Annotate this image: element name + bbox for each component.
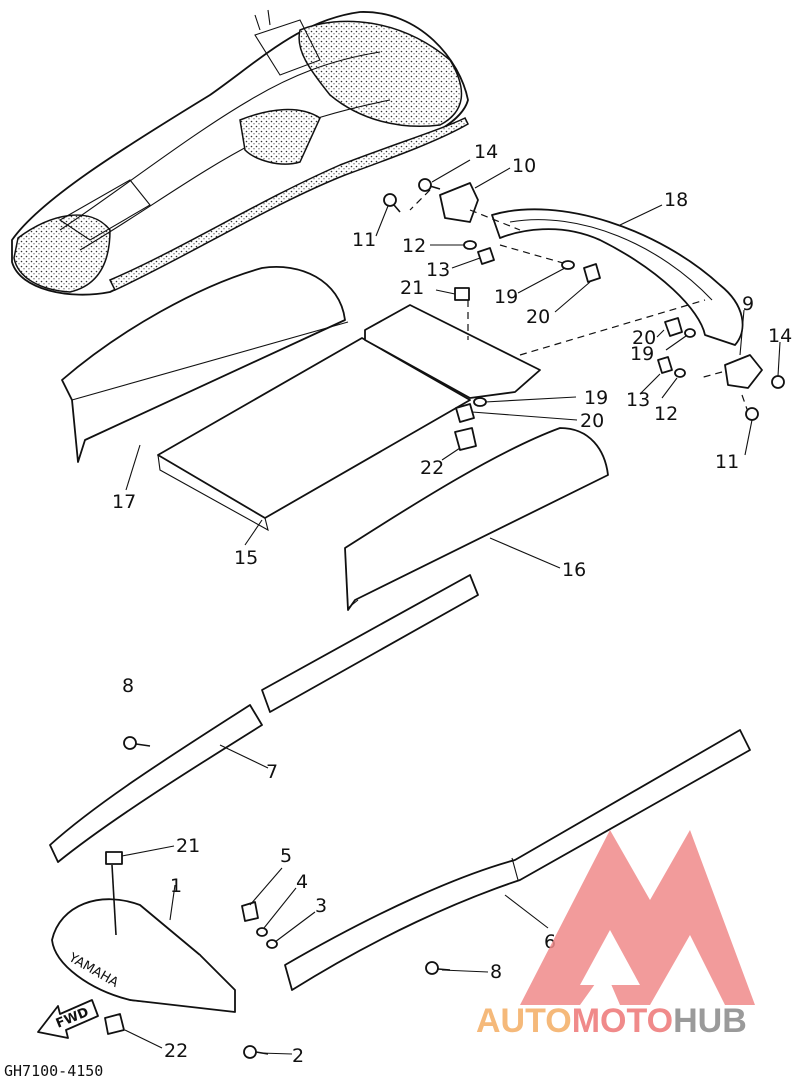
- watermark-part2: MOTO: [572, 1002, 673, 1040]
- watermark-logo: [520, 830, 755, 1005]
- callout-label: 9: [742, 293, 754, 315]
- callout-label: 15: [234, 547, 258, 569]
- mat-bracket: [364, 304, 541, 399]
- deck-mat: [157, 337, 471, 519]
- callout-label: 14: [768, 325, 792, 347]
- callout-label: 19: [630, 343, 654, 365]
- callout-label: 22: [164, 1040, 188, 1062]
- callout-label: 1: [170, 875, 182, 897]
- side-panel-right: [344, 427, 609, 611]
- callout-label: 2: [292, 1045, 304, 1067]
- callout-label: 4: [296, 871, 308, 893]
- callout-label: 18: [664, 189, 688, 211]
- callout-label: 14: [474, 141, 498, 163]
- callout-label: 11: [352, 229, 376, 251]
- callouts: 14 10 18 11 12 13 21 19 20 9 14 20 19 13…: [112, 141, 792, 1067]
- callout-label: 3: [315, 895, 327, 917]
- callout-label: 20: [632, 327, 656, 349]
- side-rail-long: [284, 729, 751, 991]
- diagram-code: GH7100-4150: [4, 1062, 103, 1080]
- bracket-9: [724, 354, 763, 389]
- side-panel-left: [61, 266, 346, 463]
- callout-label: 21: [176, 835, 200, 857]
- bow-rail: [491, 208, 744, 346]
- gunwale-strip-lower: [49, 704, 263, 863]
- hardware: [104, 178, 785, 1059]
- callout-label: 10: [512, 155, 536, 177]
- callout-label: 20: [580, 410, 604, 432]
- callout-label: 12: [402, 235, 426, 257]
- callout-label: 17: [112, 491, 136, 513]
- callout-label: 13: [626, 389, 650, 411]
- callout-label: 21: [400, 277, 424, 299]
- callout-label: 12: [654, 403, 678, 425]
- callout-label: 19: [584, 387, 608, 409]
- watermark-part3: HUB: [673, 1002, 747, 1040]
- callout-label: 20: [526, 306, 550, 328]
- watermark-text: AUTOMOTOHUB: [476, 1002, 747, 1040]
- bracket-10: [439, 182, 479, 223]
- watercraft-overview: [11, 9, 469, 296]
- leader-lines: [121, 159, 781, 1055]
- callout-label: 16: [562, 559, 586, 581]
- callout-label: 11: [715, 451, 739, 473]
- callout-label: 13: [426, 259, 450, 281]
- callout-label: 19: [494, 286, 518, 308]
- callout-label: 7: [266, 761, 278, 783]
- gunwale-strip-upper: [261, 574, 479, 713]
- bow-cover-bottom: [129, 954, 236, 1013]
- watermark-part1: AUTO: [476, 1002, 572, 1040]
- callout-label: 5: [280, 845, 292, 867]
- callout-label: 8: [122, 675, 134, 697]
- callout-label: 22: [420, 457, 444, 479]
- fwd-arrow: FWD: [37, 999, 99, 1039]
- callout-label: 8: [490, 961, 502, 983]
